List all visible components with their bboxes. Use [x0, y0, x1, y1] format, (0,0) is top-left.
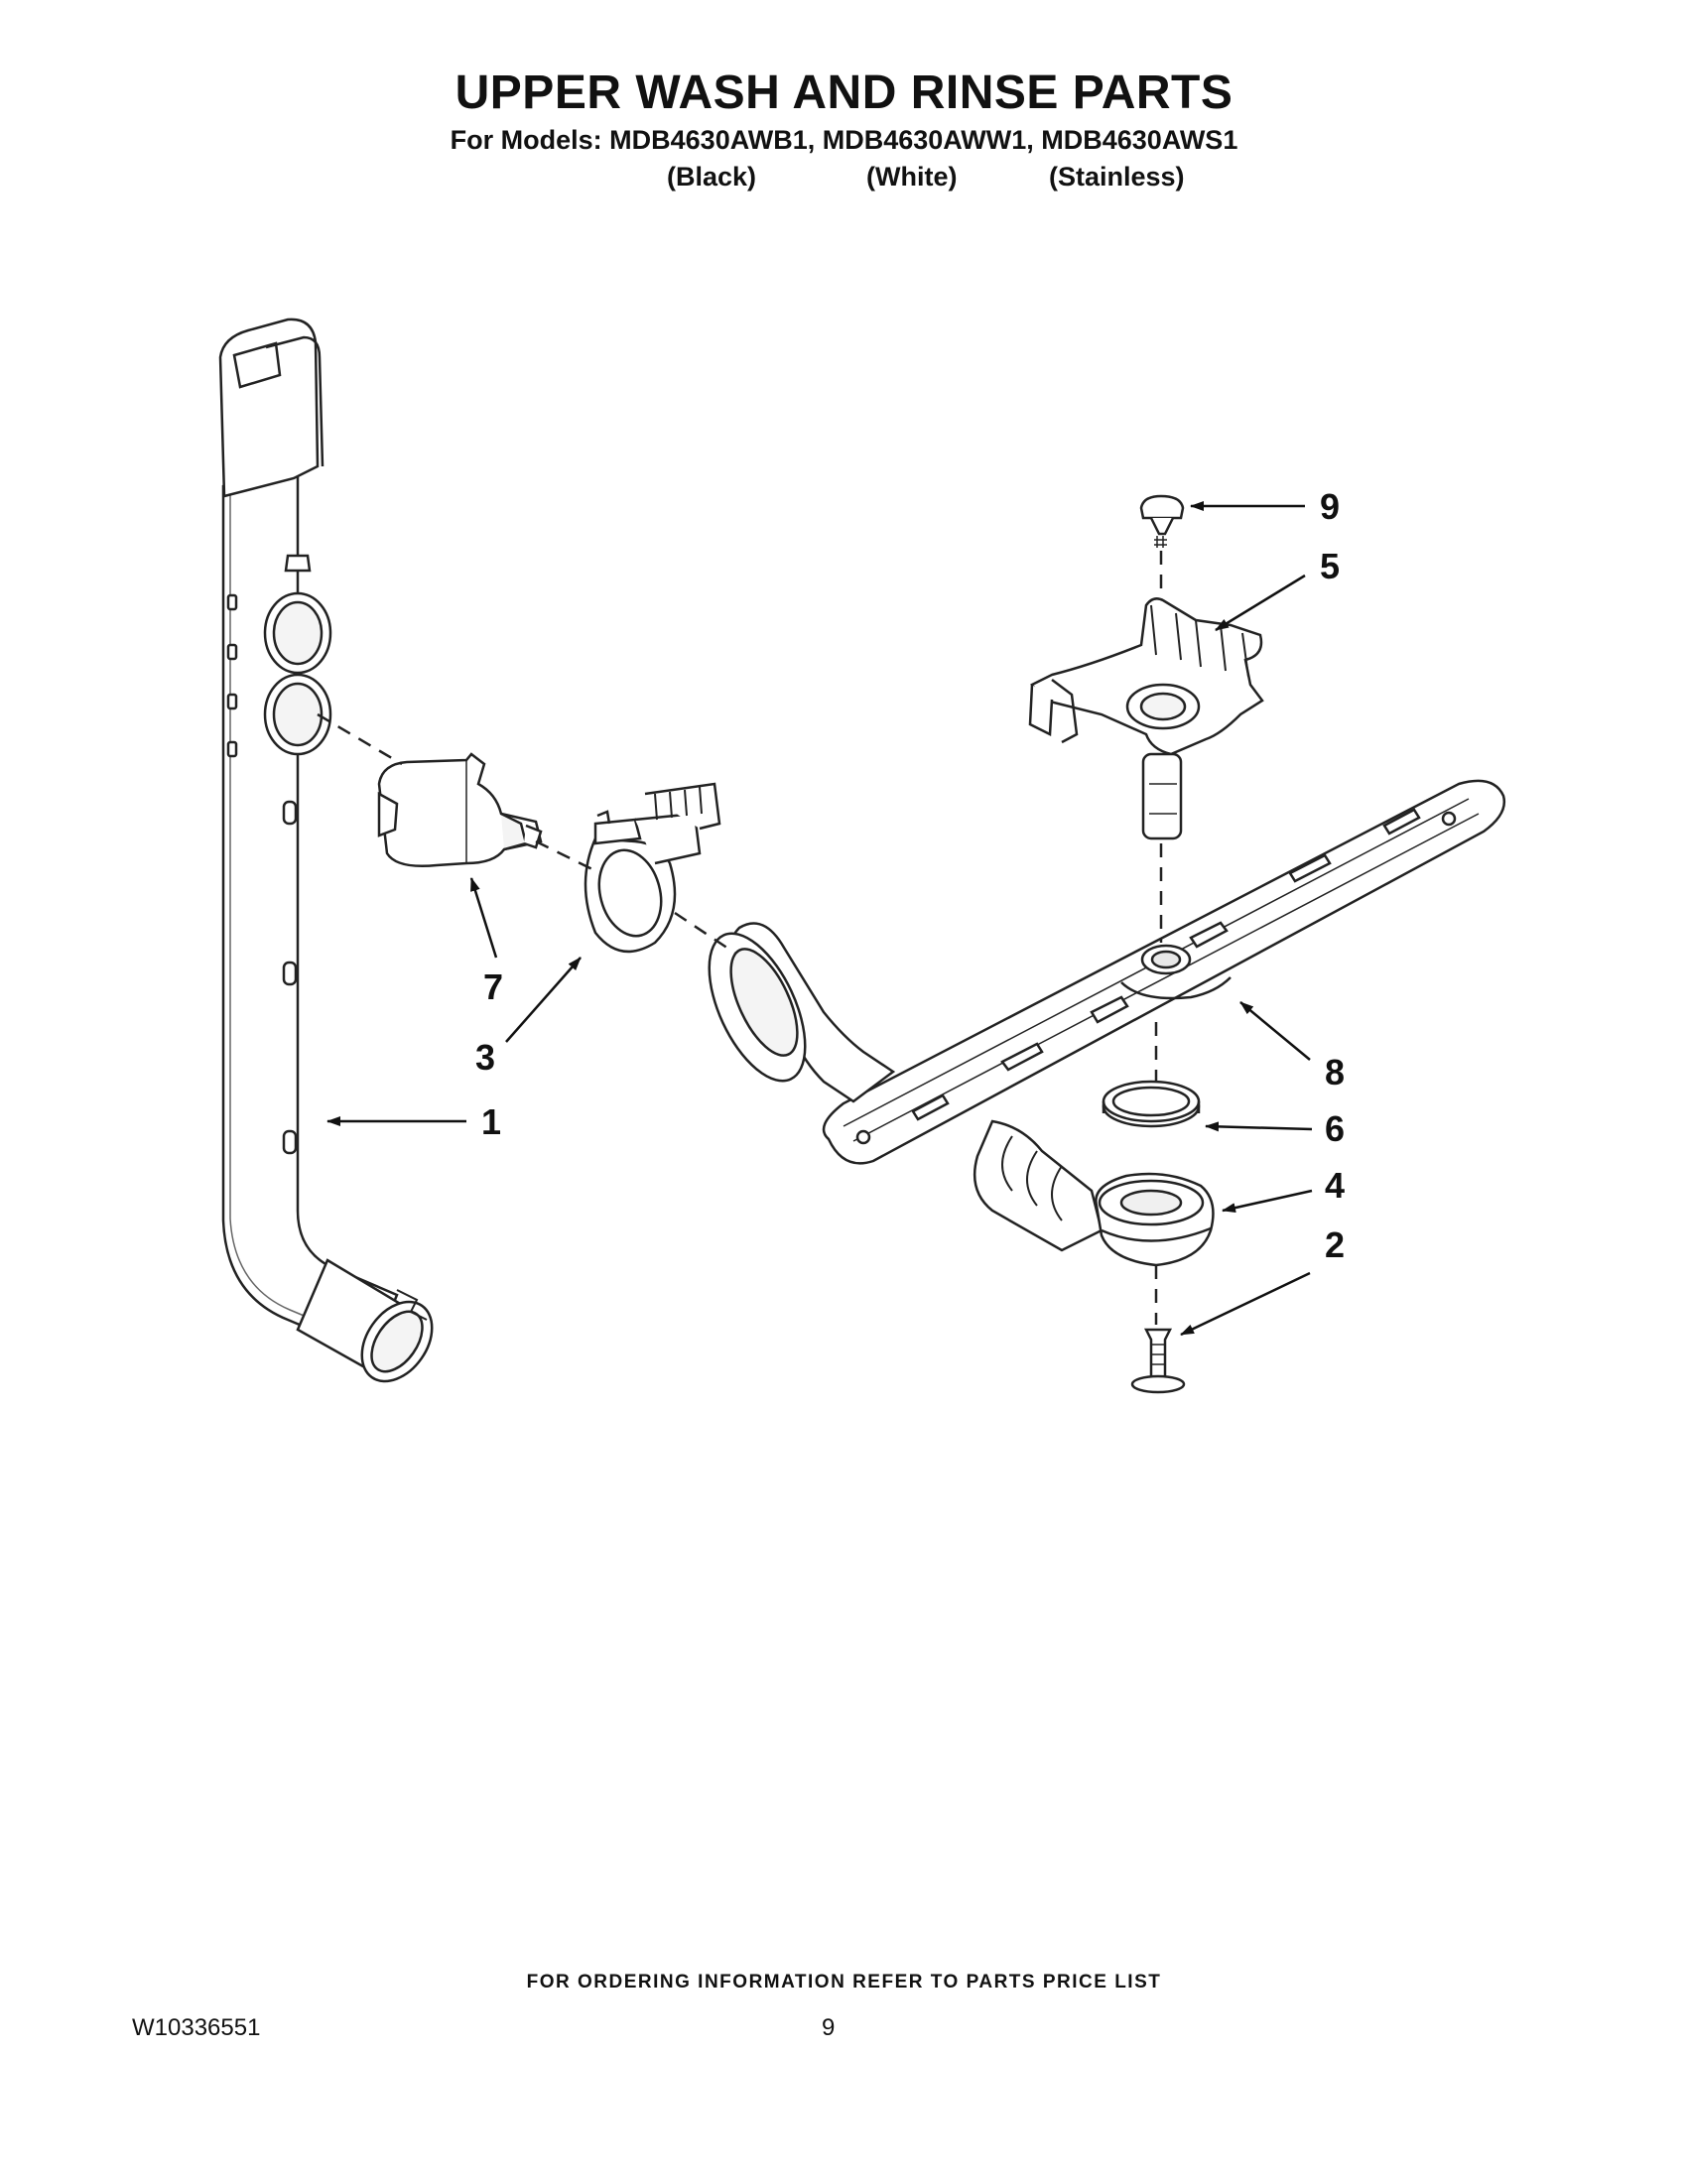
- callout-4: 4: [1325, 1165, 1345, 1206]
- callout-9: 9: [1320, 486, 1340, 527]
- spray-arm-mount-part: [1028, 597, 1264, 840]
- supply-conduit-part: [708, 922, 1104, 1252]
- color-label-white: (White): [866, 162, 958, 192]
- callout-5: 5: [1320, 546, 1340, 586]
- ordering-info-note: FOR ORDERING INFORMATION REFER TO PARTS …: [526, 1972, 1162, 1992]
- page-number: 9: [822, 2014, 836, 2041]
- leader-arrows: [326, 501, 1313, 1337]
- clamp-part: [584, 782, 721, 954]
- callout-3: 3: [475, 1037, 495, 1078]
- models-line: For Models: MDB4630AWB1, MDB4630AWW1, MD…: [450, 125, 1238, 155]
- document-number: W10336551: [132, 2014, 261, 2041]
- callout-1: 1: [481, 1101, 501, 1142]
- valve-part: [377, 752, 543, 867]
- callout-labels: 9 5 7 3 1 8 6 4 2: [475, 486, 1345, 1265]
- alignment-lines: [317, 551, 1163, 1325]
- color-label-stainless: (Stainless): [1049, 162, 1185, 192]
- callout-6: 6: [1325, 1108, 1345, 1149]
- page-title: UPPER WASH AND RINSE PARTS: [454, 66, 1234, 119]
- supply-tube-part: [218, 318, 434, 1383]
- callout-8: 8: [1325, 1052, 1345, 1092]
- callout-2: 2: [1325, 1224, 1345, 1265]
- manifold-hub-part: [1095, 1172, 1215, 1267]
- callout-7: 7: [483, 966, 503, 1007]
- screw-cap-part: [1139, 494, 1185, 548]
- screw-part: [1130, 1328, 1186, 1394]
- seal-ring-part: [1102, 1080, 1201, 1128]
- color-label-black: (Black): [667, 162, 757, 192]
- spray-arm-part: [822, 779, 1506, 1165]
